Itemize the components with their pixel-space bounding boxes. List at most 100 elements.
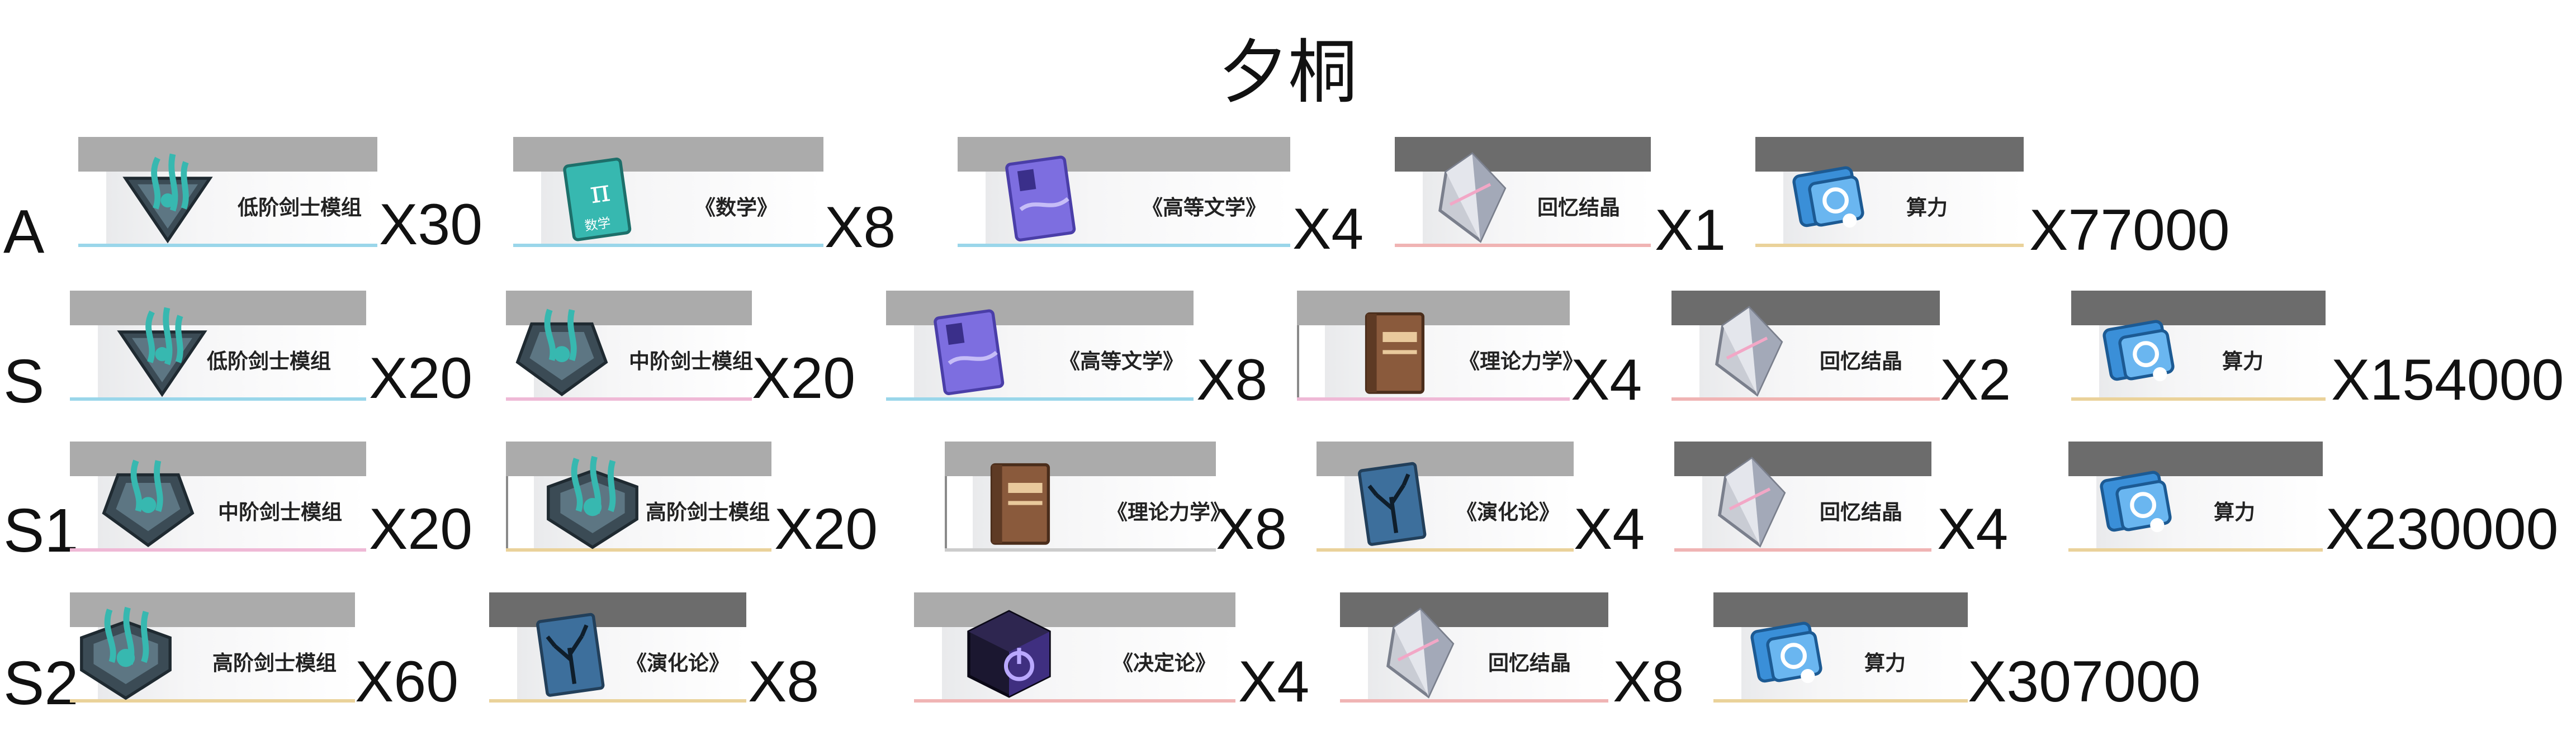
material-quantity: X8 [1196, 348, 1268, 412]
card-header-band [945, 442, 1216, 476]
material-name: 回忆结晶 [1820, 349, 1902, 373]
material-quantity: X20 [369, 497, 473, 562]
card-left-border [945, 476, 947, 552]
card-underline [513, 244, 823, 247]
card-underline [886, 397, 1194, 401]
material-card: 中阶剑士模组 [70, 442, 366, 556]
card-underline [78, 244, 377, 247]
card-underline [70, 699, 355, 703]
math-book-icon: π 数学 [544, 148, 650, 249]
card-underline [70, 548, 366, 552]
material-card: 中阶剑士模组 [506, 291, 753, 405]
memory-crystal-icon [1417, 148, 1523, 249]
tier-label: A [3, 197, 45, 266]
card-underline [1395, 244, 1651, 247]
material-name: 中阶剑士模组 [218, 500, 342, 524]
material-name: 《高等文学》 [1059, 349, 1183, 373]
card-header-band [1713, 592, 1968, 627]
material-card: 高阶剑士模组 [506, 442, 771, 556]
material-card: 回忆结晶 [1340, 592, 1608, 707]
mid-sword-module-icon [509, 302, 615, 402]
mid-sword-module-icon [95, 453, 201, 553]
material-name: 中阶剑士模组 [629, 349, 753, 373]
page-title: 夕桐 [1218, 32, 1357, 113]
material-name: 《理论力学》 [1107, 500, 1231, 524]
material-name: 算力 [1906, 196, 1948, 220]
determinism-cube-icon [956, 604, 1062, 704]
compute-chip-icon [2088, 453, 2194, 553]
material-name: 《理论力学》 [1459, 349, 1583, 373]
material-card: 《决定论》 [914, 592, 1235, 707]
material-quantity: X20 [369, 346, 473, 411]
card-header-band [2068, 442, 2323, 476]
material-name: 《决定论》 [1112, 651, 1216, 675]
material-card: 低阶剑士模组 [70, 291, 366, 405]
material-quantity: X8 [825, 195, 896, 260]
material-card: 《理论力学》 [945, 442, 1231, 556]
material-quantity: X307000 [1968, 649, 2201, 714]
card-header-band [513, 137, 823, 172]
material-name: 高阶剑士模组 [212, 651, 337, 675]
mechanics-book-icon [1342, 302, 1448, 402]
material-card: 回忆结晶 [1395, 137, 1651, 252]
material-card: 算力 [1755, 137, 2024, 252]
material-quantity: X1 [1655, 198, 1726, 263]
card-underline [70, 397, 366, 401]
material-quantity: X30 [379, 192, 483, 257]
evolution-book-icon [1339, 453, 1445, 553]
card-underline [1674, 548, 1931, 552]
material-card: 回忆结晶 [1671, 291, 1940, 405]
card-header-band [489, 592, 746, 627]
high-sword-module-icon [73, 604, 179, 704]
literature-book-icon [917, 302, 1023, 402]
material-card: 低阶剑士模组 [78, 137, 377, 252]
material-quantity: X20 [774, 497, 878, 562]
card-underline [1297, 397, 1570, 401]
compute-chip-icon [1781, 148, 1887, 249]
material-card: 算力 [1713, 592, 1968, 707]
material-quantity: X60 [355, 649, 459, 714]
material-card: 《演化论》 [489, 592, 746, 707]
card-header-band [1755, 137, 2024, 172]
material-name: 《数学》 [695, 196, 778, 220]
literature-book-icon [988, 148, 1095, 249]
material-name: 算力 [2222, 349, 2264, 373]
material-quantity: X154000 [2331, 348, 2564, 412]
low-sword-module-icon [109, 302, 215, 402]
material-card: 高阶剑士模组 [70, 592, 355, 707]
material-name: 《演化论》 [1456, 500, 1560, 524]
material-quantity: X4 [1937, 497, 2009, 562]
card-underline [1317, 548, 1574, 552]
card-underline [1340, 699, 1608, 703]
compute-chip-icon [2091, 302, 2197, 402]
material-name: 高阶剑士模组 [646, 500, 770, 524]
svg-text:π: π [588, 173, 612, 210]
card-underline [1755, 244, 2024, 247]
card-header-band [1674, 442, 1931, 476]
material-quantity: X4 [1574, 497, 1645, 562]
tier-label: S1 [3, 496, 79, 565]
material-name: 低阶剑士模组 [207, 349, 331, 373]
material-name: 回忆结晶 [1820, 500, 1902, 524]
tier-label: S2 [3, 649, 79, 718]
card-header-band [70, 291, 366, 325]
material-card: 《高等文学》 [886, 291, 1194, 405]
card-header-band [914, 592, 1235, 627]
card-underline [489, 699, 746, 703]
memory-crystal-icon [1365, 604, 1471, 704]
material-card: π 数学 《数学》 [513, 137, 823, 252]
material-quantity: X4 [1571, 348, 1642, 412]
material-card: 算力 [2071, 291, 2326, 405]
material-name: 算力 [1864, 651, 1906, 675]
material-card: 算力 [2068, 442, 2323, 556]
card-underline [958, 244, 1290, 247]
material-name: 《演化论》 [626, 651, 730, 675]
card-header-band [70, 592, 355, 627]
material-name: 《高等文学》 [1142, 196, 1266, 220]
material-card: 《演化论》 [1317, 442, 1574, 556]
svg-text:数学: 数学 [584, 215, 612, 234]
card-underline [914, 699, 1235, 703]
card-header-band [506, 442, 771, 476]
card-header-band [1340, 592, 1608, 627]
card-header-band [1297, 291, 1570, 325]
